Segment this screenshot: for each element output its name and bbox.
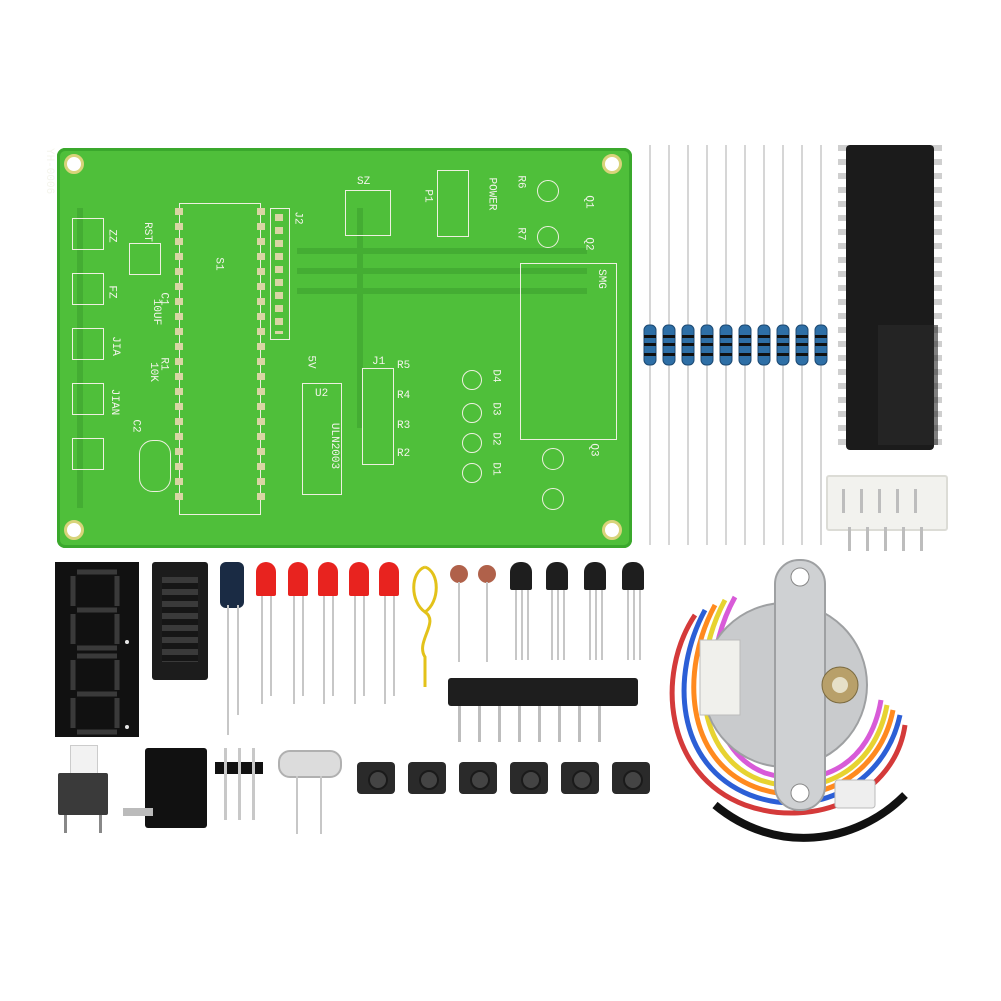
silk-q2: Q2: [582, 237, 595, 251]
crystal: [278, 750, 342, 778]
microcontroller-chip: [838, 145, 942, 455]
push-switch: [58, 745, 108, 835]
silk-power: POWER: [485, 177, 498, 211]
mounting-hole: [64, 154, 84, 174]
silk-r2: R2: [397, 448, 411, 460]
silk-c2: C2: [129, 419, 142, 433]
silk-j1: J1: [372, 356, 386, 368]
silk-d2: D2: [489, 432, 502, 446]
mounting-hole: [602, 520, 622, 540]
silk-10k: 10K: [146, 362, 159, 382]
silk-r1: R1: [157, 357, 170, 371]
wire-jumper: [412, 565, 438, 687]
tactile-button: [357, 762, 395, 794]
led: [379, 562, 399, 596]
silk-fz: FZ: [105, 285, 118, 299]
mounting-hole: [64, 520, 84, 540]
ceramic-capacitor: [450, 565, 468, 583]
j2-header-outline: [270, 208, 290, 340]
uln2003-footprint: [302, 383, 342, 495]
silk-uln2003: ULN2003: [328, 422, 341, 470]
silk-d1: D1: [489, 462, 502, 476]
silk-d3: D3: [489, 402, 502, 416]
pcb-board: YH-0006 SZ POWER P1 R6 R7 Q1 Q2 Q3 J2 S1…: [43, 148, 632, 548]
tactile-button: [459, 762, 497, 794]
silk-j2: J2: [291, 211, 304, 225]
led: [256, 562, 276, 596]
silk-10uf: 10UF: [150, 298, 163, 326]
tactile-button: [408, 762, 446, 794]
silk-s1: S1: [212, 257, 225, 271]
silk-u2: U2: [315, 388, 329, 400]
silk-q3: Q3: [587, 443, 600, 457]
j1-footprint: [362, 368, 394, 465]
silk-jian: JIAN: [108, 388, 121, 416]
mounting-hole: [602, 154, 622, 174]
tactile-button: [612, 762, 650, 794]
stepper-motor: [669, 559, 908, 842]
silk-r3: R3: [397, 420, 411, 432]
connector-socket: [826, 475, 948, 531]
silk-d4: D4: [489, 369, 502, 383]
silk-rst: RST: [140, 222, 153, 242]
seven-segment-display: [55, 562, 139, 737]
silk-r7: R7: [514, 227, 527, 241]
silk-sz: SZ: [357, 176, 371, 188]
ceramic-capacitor: [478, 565, 496, 583]
led: [318, 562, 338, 596]
power-footprint: [437, 170, 469, 237]
dc-jack: [123, 748, 207, 828]
sz-footprint: [345, 190, 391, 236]
led: [349, 562, 369, 596]
transistor: [622, 562, 644, 590]
uln2003-chip: [152, 562, 208, 680]
tactile-button: [561, 762, 599, 794]
silk-r4: R4: [397, 390, 411, 402]
resistor-network: [448, 678, 638, 706]
tactile-button: [510, 762, 548, 794]
electrolytic-capacitor: [220, 562, 244, 608]
silk-p1: P1: [421, 189, 434, 203]
mcu-socket-outline: [179, 203, 261, 515]
silk-smg: SMG: [594, 269, 607, 289]
silk-5v: 5V: [304, 355, 317, 369]
silk-r6: R6: [514, 175, 527, 189]
silk-zz: ZZ: [105, 229, 118, 243]
crystal-footprint: [139, 440, 171, 492]
silk-jia: JIA: [108, 336, 121, 356]
transistor: [546, 562, 568, 590]
smg-footprint: [520, 263, 617, 440]
silk-r5: R5: [397, 360, 411, 372]
silk-q1: Q1: [582, 195, 595, 209]
resistor-row: [643, 145, 828, 545]
led: [288, 562, 308, 596]
transistor: [510, 562, 532, 590]
pcb-model-label: YH-0006: [43, 148, 55, 195]
transistor: [584, 562, 606, 590]
